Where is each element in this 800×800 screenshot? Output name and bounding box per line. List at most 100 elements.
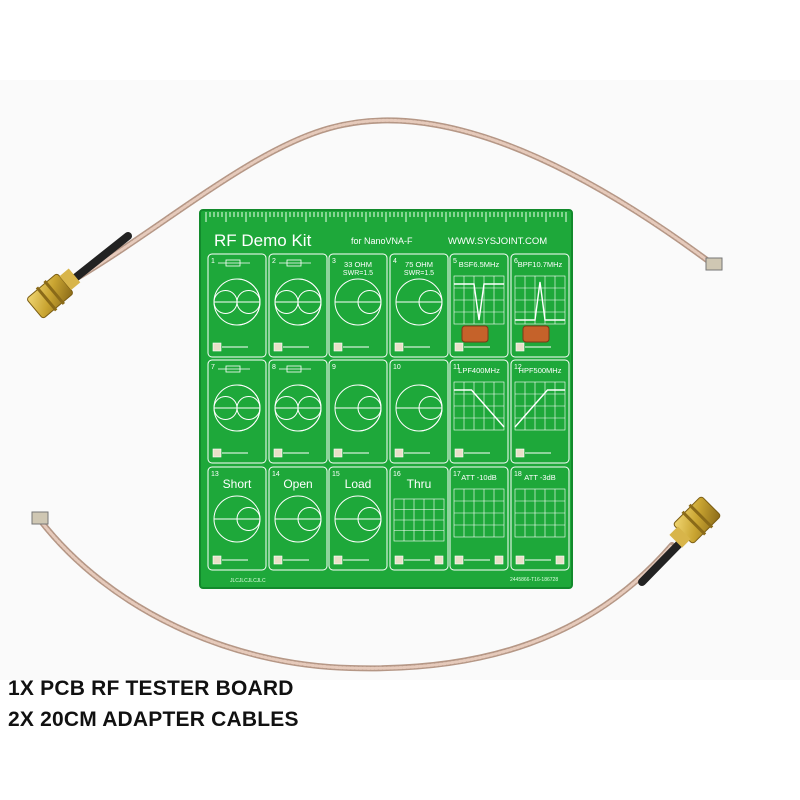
response-grid-icon [453,381,505,431]
board-footer-left: JLCJLCJLCJLC [230,578,266,584]
cell-label: BSF6.5MHz [459,260,500,269]
board-footer-right: 2445866-T16-186728 [510,577,558,583]
caption-line-1: 1X PCB RF TESTER BOARD [8,677,294,700]
cell-number: 16 [393,471,401,478]
cell-number: 12 [514,364,522,371]
cell-number: 9 [332,364,336,371]
cell-label: BPF10.7MHz [518,260,563,269]
pcb-cell-2: 2 [268,253,328,358]
response-grid-icon [514,488,566,538]
smith-chart-icon [274,384,322,432]
sma-pad [454,448,464,458]
cell-label: Open [283,477,312,491]
sma-pad [273,555,283,565]
top-adapter-cable [27,117,723,319]
sma-pad [434,555,444,565]
cell-number: 18 [514,471,522,478]
cell-number: 1 [211,258,215,265]
pcb-cell-8: 8 [268,359,328,464]
board-subtitle: for NanoVNA-F [351,236,413,246]
response-grid-icon [393,498,445,542]
filter-component [461,325,489,343]
smith-chart-icon [395,384,443,432]
response-grid-icon [453,488,505,538]
cell-number: 8 [272,364,276,371]
cell-label: Thru [407,477,432,491]
cell-number: 6 [514,258,518,265]
smith-chart-icon [334,495,382,543]
sma-pad [333,555,343,565]
cell-number: 13 [211,471,219,478]
filter-component [522,325,550,343]
smith-chart-icon [213,495,261,543]
smith-chart-icon [274,495,322,543]
sma-pad [454,342,464,352]
sma-connector-bottom [669,496,721,548]
cell-number: 3 [332,258,336,265]
sma-pad [333,342,343,352]
pcb-board: RF Demo Kit for NanoVNA-F WWW.SYSJOINT.C… [199,209,573,589]
sma-pad [515,448,525,458]
sma-pad [394,342,404,352]
sma-pad [273,448,283,458]
cell-number: 7 [211,364,215,371]
sma-pad [394,555,404,565]
cell-number: 15 [332,471,340,478]
ufl-connector-bottom [31,511,49,525]
caption-line-2: 2X 20CM ADAPTER CABLES [8,708,299,731]
cell-number: 17 [453,471,461,478]
pcb-cell-7: 7 [207,359,267,464]
sma-pad [515,555,525,565]
smith-chart-icon [334,278,382,326]
sma-pad [212,555,222,565]
cell-label: 75 OHM [405,260,433,269]
board-title: RF Demo Kit [214,231,312,250]
smith-chart-icon [274,278,322,326]
cell-number: 10 [393,364,401,371]
cell-label: 33 OHM [344,260,372,269]
cell-label-2: SWR=1.5 [404,270,434,277]
bottom-adapter-cable [31,496,721,672]
pcb-ruler [205,212,567,222]
sma-pad [515,342,525,352]
cell-label: Load [345,477,372,491]
sma-pad [454,555,464,565]
cell-label: ATT -10dB [461,473,497,482]
cell-number: 14 [272,471,280,478]
cell-label: HPF500MHz [519,366,562,375]
cell-number: 11 [453,364,460,371]
board-url: WWW.SYSJOINT.COM [448,236,547,247]
smith-chart-icon [334,384,382,432]
cell-label: LPF400MHz [458,366,500,375]
sma-connector-top [27,268,81,319]
sma-pad [494,555,504,565]
smith-chart-icon [213,384,261,432]
smith-chart-icon [395,278,443,326]
sma-pad [212,448,222,458]
cell-number: 2 [272,258,276,265]
pcb-cell-10: 10 [389,359,449,464]
sma-pad [333,448,343,458]
sma-pad [273,342,283,352]
cell-label-2: SWR=1.5 [343,270,373,277]
pcb-cell-9: 9 [328,359,388,464]
pcb-cell-1: 1 [207,253,267,358]
cell-label: ATT -3dB [524,473,555,482]
sma-pad [394,448,404,458]
cell-number: 5 [453,258,457,265]
sma-pad [555,555,565,565]
cell-number: 4 [393,258,397,265]
